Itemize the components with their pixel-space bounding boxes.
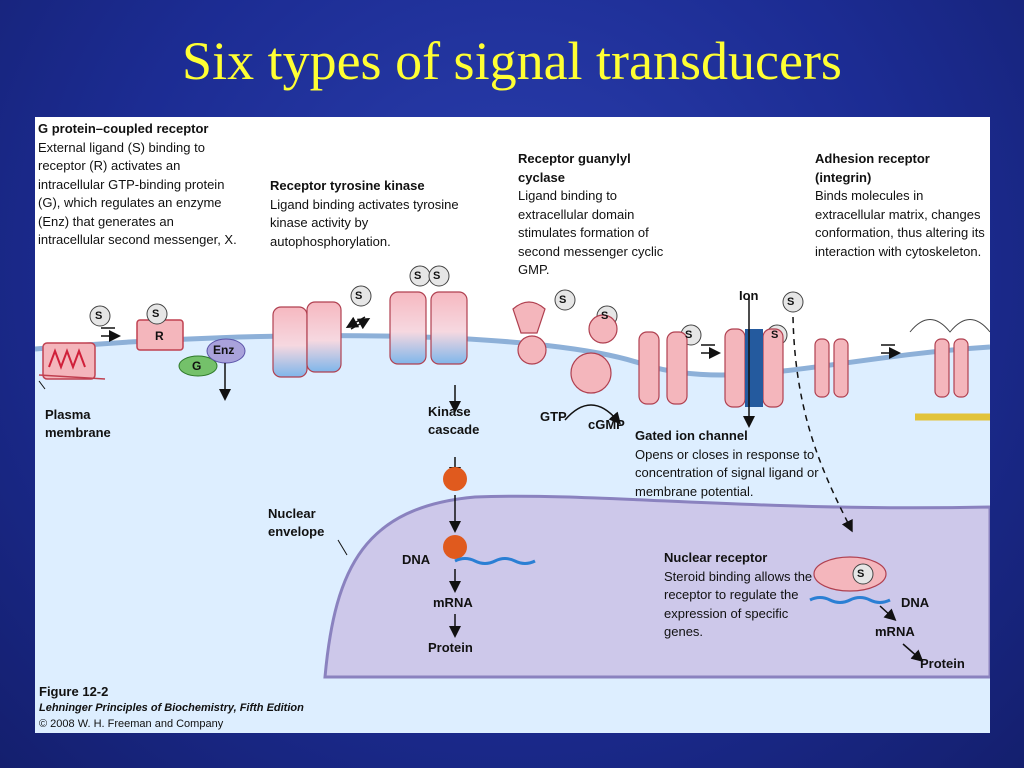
gated-ion-channel	[638, 328, 784, 408]
ligand-s-guanylyl: S	[559, 294, 567, 306]
nucleus	[323, 494, 990, 679]
ligand-s-rtk: S	[355, 290, 363, 302]
dna-strand-1	[454, 557, 536, 565]
nuclear-body: Steroid binding allows the receptor to r…	[664, 568, 813, 640]
gpcr-heading: G protein–coupled receptor	[38, 121, 209, 136]
protein-label: Protein	[428, 640, 473, 655]
enzyme-label: Enz	[213, 343, 235, 357]
figure-source: Lehninger Principles of Biochemistry, Fi…	[39, 702, 304, 714]
figure-panel: S S S S S S S S S S S R G Enz G protein–…	[35, 117, 990, 733]
guanylyl-body: Ligand binding to extracellular domain s…	[518, 188, 664, 277]
signal-transducer-diagram	[35, 265, 990, 733]
nuclear-heading: Nuclear receptor	[664, 550, 768, 565]
gated-heading: Gated ion channel	[635, 428, 748, 443]
ligand-s-rtk-bound-2: S	[433, 270, 441, 282]
dna-label: DNA	[402, 552, 431, 567]
kinase-cascade-label: Kinase cascade	[428, 404, 480, 437]
rtk-body: Ligand binding activates tyrosine kinase…	[270, 196, 459, 249]
ligand-s-nuclear: S	[787, 296, 795, 308]
figure-caption: Figure 12-2 Lehninger Principles of Bioc…	[39, 683, 304, 732]
ligand-s-gpcr-1: S	[95, 310, 103, 322]
slide-title: Six types of signal transducers	[182, 31, 842, 91]
gated-description: Gated ion channel Opens or closes in res…	[635, 427, 835, 501]
gpcr-body: External ligand (S) binding to receptor …	[38, 139, 237, 248]
guanylyl-heading: Receptor guanylyl cyclase	[518, 151, 631, 185]
figure-copyright: © 2008 W. H. Freeman and Company	[39, 718, 224, 730]
rtk-heading: Receptor tyrosine kinase	[270, 178, 425, 193]
guanylyl-description: Receptor guanylyl cyclase Ligand binding…	[518, 150, 678, 280]
adhesion-body: Binds molecules in extracellular matrix,…	[815, 188, 985, 259]
adhesion-receptor	[814, 338, 969, 398]
adhesion-description: Adhesion receptor (integrin) Binds molec…	[815, 150, 987, 261]
guanylyl-cyclase	[512, 301, 618, 394]
ligand-s-nuclear-bound: S	[857, 568, 865, 580]
kinase-node-2	[443, 535, 467, 559]
dna-label-2: DNA	[901, 595, 930, 610]
kinase-node-1	[443, 467, 467, 491]
plasma-membrane-label: Plasma membrane	[45, 407, 111, 440]
cgmp-label: cGMP	[588, 417, 625, 432]
ion-label: Ion	[739, 288, 759, 303]
mrna-label-2: mRNA	[875, 624, 915, 639]
ligand-s-channel-bound: S	[771, 329, 779, 341]
gated-body: Opens or closes in response to concentra…	[635, 446, 819, 499]
g-protein-label: G	[192, 359, 202, 373]
rtk-receptors	[272, 291, 468, 378]
dna-strand-2	[809, 596, 891, 604]
nuclear-receptor	[813, 556, 887, 592]
receptor-r-label: R	[155, 329, 164, 343]
extracellular-matrix	[909, 319, 990, 333]
nuclear-envelope-label: Nuclear envelope	[268, 506, 325, 539]
ligand-s-rtk-bound-1: S	[414, 270, 422, 282]
mrna-label: mRNA	[433, 595, 473, 610]
protein-label-2: Protein	[920, 656, 965, 671]
adhesion-heading: Adhesion receptor (integrin)	[815, 151, 930, 185]
ligand-s-guanylyl-bound: S	[601, 310, 609, 322]
nuclear-description: Nuclear receptor Steroid binding allows …	[664, 549, 814, 642]
ligand-s-gpcr-2: S	[152, 308, 160, 320]
gpcr-receptor	[38, 319, 246, 401]
ligand-s-channel: S	[685, 329, 693, 341]
rtk-description: Receptor tyrosine kinase Ligand binding …	[270, 177, 470, 251]
figure-number: Figure 12-2	[39, 684, 109, 699]
gtp-label: GTP	[540, 409, 567, 424]
gpcr-description: G protein–coupled receptor External liga…	[38, 120, 243, 250]
ion-pore	[745, 329, 763, 407]
steroid-path	[792, 316, 853, 533]
gtp-to-cgmp-arrow	[564, 404, 621, 425]
